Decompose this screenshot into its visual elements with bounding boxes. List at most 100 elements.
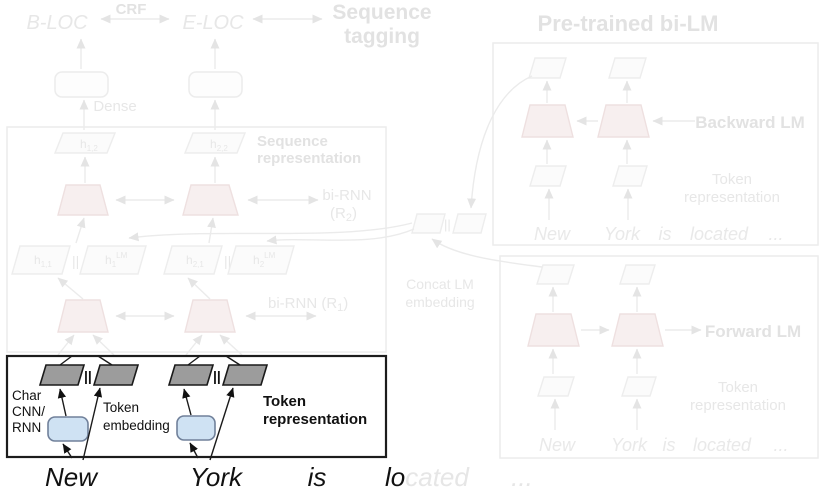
h21-node [163, 245, 223, 275]
concat-to-h1lm-curve [128, 222, 413, 242]
forward-token-node-1 [537, 376, 575, 397]
sequence-tagging-title-line2: tagging [344, 25, 420, 48]
backward-rnn-cell-2 [597, 104, 650, 138]
backward-output-node-1 [528, 57, 567, 79]
sequence-model-box [6, 126, 387, 353]
pretrained-bilm-faded: Pre-trained bi-LM Backward LM Token repr… [431, 11, 819, 459]
backward-word-is: is [659, 224, 672, 244]
h1lm-label: h1LM [105, 251, 128, 269]
r2-rnn-cell-1 [57, 184, 109, 216]
backward-token-node-2 [612, 165, 648, 187]
token2-up-line-b [225, 355, 241, 366]
word-new: New [45, 462, 99, 492]
h21-label: h2,1 [186, 253, 204, 269]
h12-node [53, 132, 117, 154]
char-cnn-label-line3: RNN [12, 420, 41, 435]
h2lm-label: h2LM [253, 251, 276, 269]
backward-rnn-cell-1 [521, 104, 574, 138]
sequence-representation-line2: representation [257, 150, 361, 167]
hrow-to-r2-arrow-1 [75, 217, 86, 244]
backward-lm-box [492, 42, 819, 246]
token1-up-line-b [97, 355, 113, 366]
token-representation-label-line2: representation [263, 411, 367, 428]
concat-bars-2: || [224, 253, 231, 269]
concat-lm-node-2 [452, 213, 487, 234]
backward-token-repr-line1: Token [712, 171, 752, 188]
backward-word-ellipsis: ... [768, 224, 783, 244]
sequence-tagging-title-line1: Sequence [332, 1, 431, 24]
token-representation-box: || || Char CNN/ RNN Token embedding Toke… [5, 354, 388, 461]
forward-token-repr-line2: representation [690, 397, 786, 414]
r2-rnn-cell-2 [182, 184, 239, 216]
token-embedding-label-line2: embedding [103, 418, 170, 433]
forward-lm-label: Forward LM [705, 322, 801, 341]
char-rnn-node-2 [176, 415, 216, 441]
word-york: York [190, 462, 244, 492]
forward-word-new: New [539, 435, 576, 455]
r1-rnn-cell-1 [57, 299, 109, 333]
backward-word-located: located [690, 224, 749, 244]
concat-to-h2lm-curve [266, 228, 415, 245]
h2lm-node [227, 245, 295, 275]
token-embedding-label-line1: Token [103, 400, 139, 415]
embed-repr-node-1 [92, 364, 140, 386]
concat-lm-node-1 [411, 213, 446, 234]
h12-label: h1,2 [80, 137, 98, 153]
h11-node [11, 245, 71, 275]
char-rnn-node-1 [47, 416, 89, 442]
token-representation-label-line1: Token [263, 393, 306, 410]
sequence-representation-line1: Sequence [257, 133, 328, 150]
backward-lm-label: Backward LM [695, 113, 805, 132]
backward-word-new: New [534, 224, 571, 244]
backward-token-node-1 [529, 165, 567, 187]
forward-output-node-1 [536, 264, 575, 285]
r1-to-h21-arrow [187, 277, 211, 300]
concat-lm-label-line2: embedding [405, 294, 474, 310]
h11-label: h1,1 [34, 253, 52, 269]
token2-up-line-a [187, 355, 201, 366]
char-repr-node-1 [38, 364, 86, 386]
token1-up-line-a [59, 355, 73, 366]
concat-bars-1: || [72, 253, 79, 269]
forward-word-located: located [693, 435, 752, 455]
charrnn1-to-concat-arrow [57, 388, 67, 417]
embed-repr-node-2 [221, 364, 269, 386]
forward-to-concat-curve [431, 238, 543, 268]
dense-node-1 [54, 71, 109, 98]
tokenbox-to-r1-line-2b [219, 334, 243, 356]
word-is: is [308, 462, 327, 492]
forward-rnn-cell-1 [527, 313, 580, 347]
hrow-to-r2-arrow-2 [207, 217, 216, 244]
concat-lm-label-line1: Concat LM [406, 276, 474, 292]
tag-e-loc: E-LOC [182, 12, 244, 34]
word2-to-charrnn-arrow [189, 442, 199, 459]
forward-word-ellipsis: ... [773, 435, 788, 455]
word1-to-charrnn-arrow [62, 443, 73, 459]
crf-label: CRF [116, 1, 147, 18]
tokenbox-to-r1-line-2a [185, 334, 203, 356]
r1-to-h11-arrow [57, 277, 84, 300]
forward-token-node-2 [621, 376, 657, 397]
dense-label: Dense [93, 98, 136, 115]
forward-word-is: is [663, 435, 676, 455]
backward-output-node-2 [608, 57, 647, 79]
h22-node [183, 132, 247, 154]
tokenbox-to-r1-line-1b [92, 334, 115, 356]
forward-rnn-cell-2 [611, 313, 664, 347]
h22-label: h2,2 [210, 137, 228, 153]
tokenbox-to-r1-line-1a [57, 334, 75, 356]
word-located: located [385, 462, 470, 492]
pretrained-bilm-title: Pre-trained bi-LM [538, 11, 719, 36]
char-cnn-label-line1: Char [12, 388, 42, 403]
forward-token-repr-line1: Token [718, 379, 758, 396]
forward-word-york: York [611, 435, 648, 455]
h1lm-node [79, 245, 147, 275]
backward-token-repr-line2: representation [684, 189, 780, 206]
forward-lm-box [499, 255, 819, 459]
concat-lm-bars: || [444, 217, 451, 232]
sequence-tagging-model-faded: B-LOC CRF E-LOC Sequence tagging Dense h… [6, 1, 487, 356]
tag-b-loc: B-LOC [26, 12, 88, 34]
word-ellipsis: ... [511, 462, 533, 492]
